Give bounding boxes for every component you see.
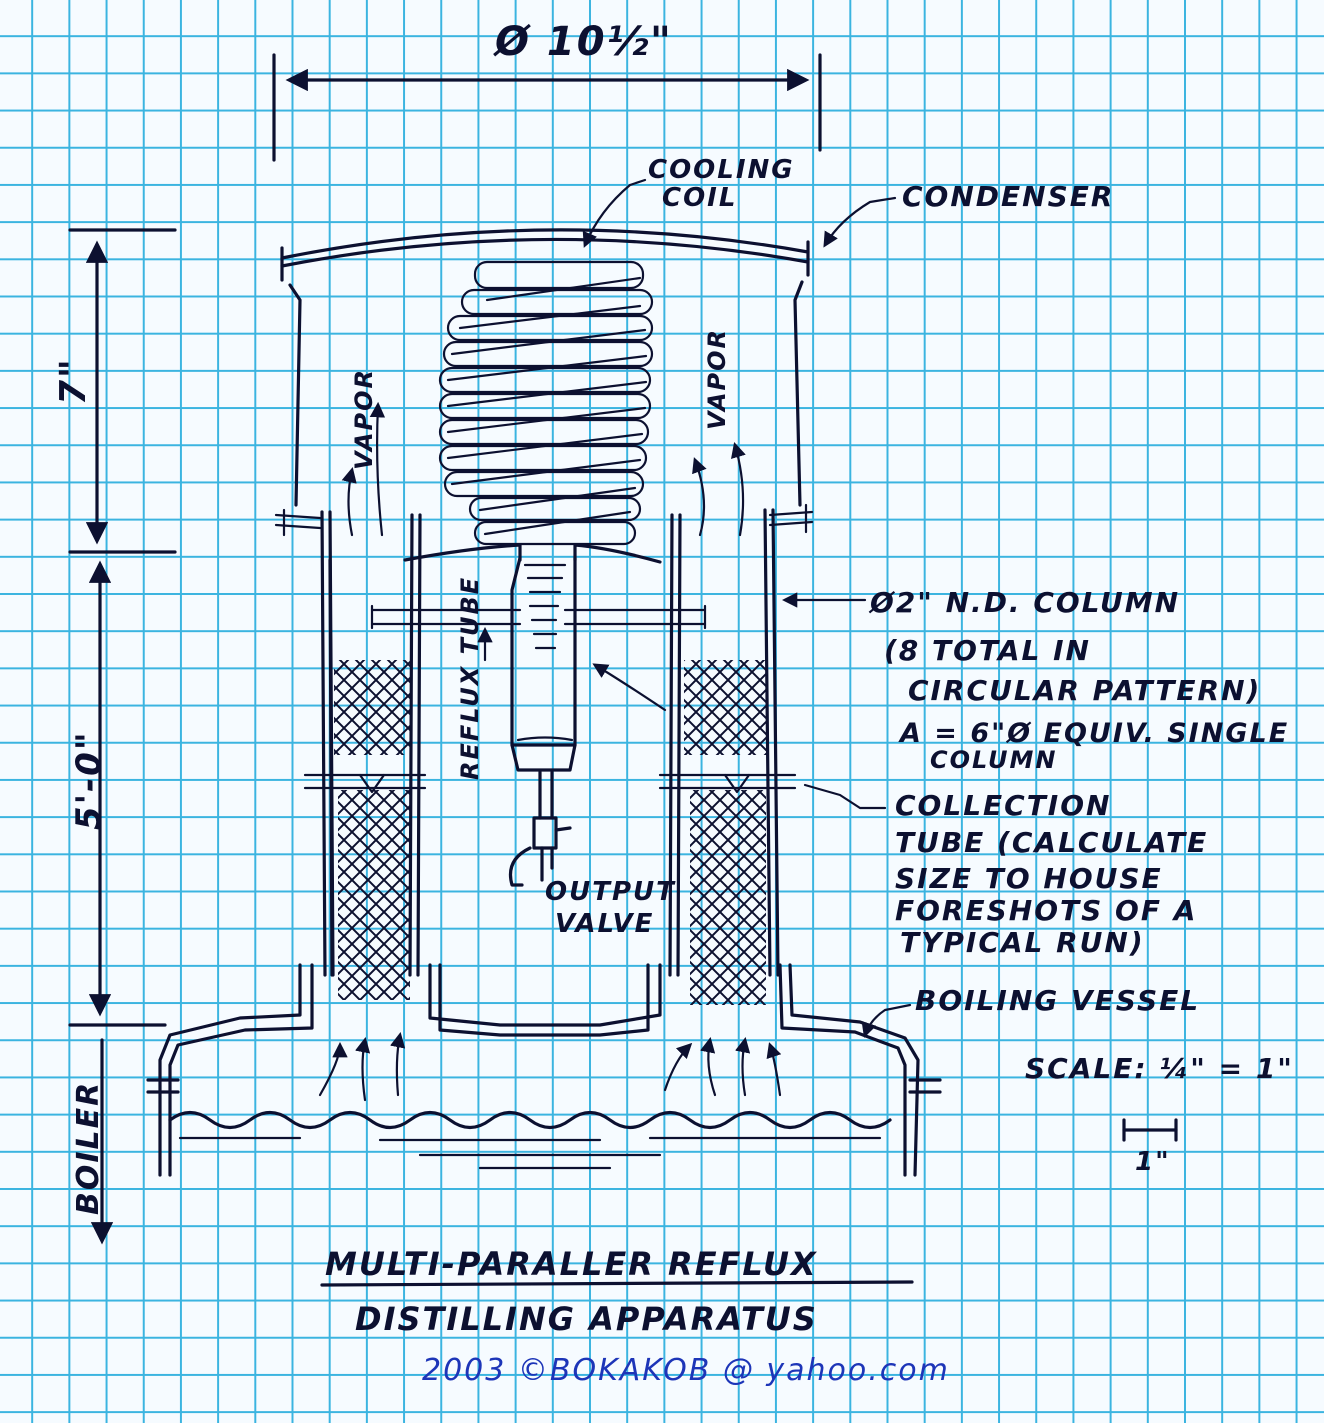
collection-label-line1: COLLECTION (895, 789, 1111, 822)
condenser-dome (274, 228, 814, 537)
output-valve (508, 770, 572, 887)
height-dimension: 7" 5'-0" BOILER (53, 228, 177, 1245)
scale-label: SCALE: ¼" = 1" (1025, 1052, 1294, 1085)
column-label-line1: Ø2" N.D. COLUMN (868, 586, 1180, 619)
cooling-coil (438, 260, 654, 546)
right-column-pair (563, 508, 797, 1005)
left-column-pair (303, 510, 522, 1000)
boiling-vessel (146, 963, 942, 1177)
reflux-tube-label: REFLUX TUBE (456, 576, 484, 780)
collection-label-line4: FORESHOTS OF A (895, 894, 1197, 927)
title-line1: MULTI-PARALLER REFLUX (325, 1245, 818, 1283)
collection-label-line3: SIZE TO HOUSE (895, 862, 1163, 895)
output-valve-label-line1: OUTPUT (545, 877, 676, 907)
column-label-line2: (8 TOTAL IN (884, 634, 1091, 667)
collection-label-line5: TYPICAL RUN) (900, 926, 1145, 959)
column-label-line4: A = 6"Ø EQUIV. SINGLE (898, 718, 1289, 749)
boiling-vessel-label: BOILING VESSEL (915, 984, 1200, 1017)
title-underline (320, 1280, 914, 1287)
vapor-left-label: VAPOR (350, 368, 378, 470)
reflux-funnel (403, 543, 662, 772)
scale-bar (1122, 1118, 1178, 1142)
vapor-flow-arrows (318, 401, 782, 1102)
leader-lines (477, 178, 912, 1038)
collection-label-line2: TUBE (CALCULATE (895, 826, 1208, 859)
top-diameter-dimension: Ø 10½" (272, 19, 822, 162)
credit-line: 2003 ©BOKAKOB @ yahoo.com (422, 1353, 950, 1388)
cooling-coil-label-line1: COOLING (648, 155, 795, 185)
title-line2: DISTILLING APPARATUS (355, 1300, 818, 1338)
boiler-label: BOILER (71, 1081, 106, 1215)
output-valve-label-line2: VALVE (555, 909, 654, 939)
height-lower-label: 5'-0" (69, 730, 109, 830)
top-diameter-label: Ø 10½" (493, 19, 673, 65)
scale-bar-label: 1" (1135, 1147, 1171, 1177)
column-label-line5: COLUMN (930, 746, 1057, 774)
cooling-coil-label-line2: COIL (662, 183, 737, 213)
vapor-right-label: VAPOR (703, 328, 731, 430)
condenser-label: CONDENSER (902, 180, 1114, 213)
column-label-line3: CIRCULAR PATTERN) (908, 674, 1261, 707)
height-upper-label: 7" (53, 357, 94, 405)
